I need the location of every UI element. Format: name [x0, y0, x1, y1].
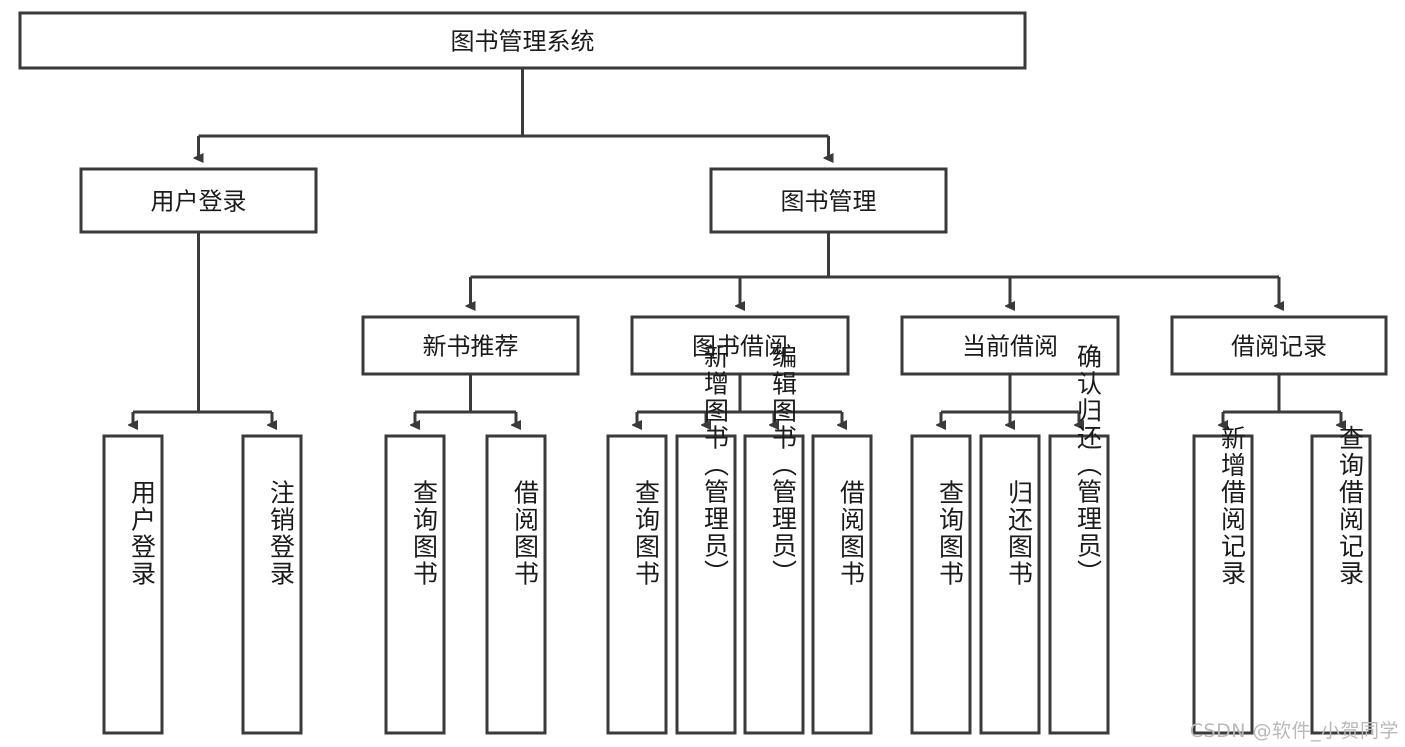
node-label-undefined: 图书管理系统: [451, 28, 595, 56]
node-label-leaf-query-book-rec: 查询图书: [410, 480, 439, 588]
node-box-current-borrow: [900, 315, 1120, 376]
node-new-book-recommend[interactable]: 新书推荐: [361, 315, 580, 376]
node-box-leaf-borrow-book: [811, 434, 873, 735]
node-label-book-borrow: 图书借阅: [692, 333, 788, 361]
node-borrow-record[interactable]: 借阅记录: [1170, 315, 1388, 376]
node-label-leaf-borrow-book: 借阅图书: [837, 480, 866, 588]
node-box-leaf-borrow-book-rec: [485, 434, 547, 735]
edge-layer: [133, 68, 1341, 425]
node-box-leaf-return-book: [979, 434, 1041, 735]
node-label-book-management: 图书管理: [781, 188, 877, 216]
node-box-undefined: [18, 11, 1027, 70]
node-label-leaf-confirm-return-admin: 确认归还（管理员）: [1074, 343, 1103, 586]
node-undefined[interactable]: 图书管理系统: [18, 11, 1027, 70]
node-label-leaf-borrow-book-rec: 借阅图书: [511, 480, 540, 588]
node-leaf-user-login[interactable]: 用户登录: [102, 434, 164, 735]
node-box-leaf-add-book-admin: [675, 434, 737, 735]
node-leaf-user-logout[interactable]: 注销登录: [241, 434, 303, 735]
node-box-leaf-query-book-borrow: [606, 434, 668, 735]
node-label-leaf-user-login: 用户登录: [128, 480, 157, 588]
node-label-user-login: 用户登录: [151, 188, 247, 216]
node-leaf-query-book-current[interactable]: 查询图书: [910, 434, 972, 735]
node-box-new-book-recommend: [361, 315, 580, 376]
node-leaf-borrow-book[interactable]: 借阅图书: [811, 434, 873, 735]
node-box-leaf-confirm-return-admin: [1048, 434, 1110, 735]
node-box-leaf-query-borrow-record: [1310, 434, 1372, 735]
watermark-label: CSDN @软件_小贺同学: [1189, 720, 1399, 742]
node-box-book-borrow: [630, 315, 850, 376]
node-box-book-management: [709, 167, 948, 234]
node-box-leaf-query-book-rec: [384, 434, 446, 735]
node-box-leaf-add-borrow-record: [1192, 434, 1254, 735]
node-box-leaf-query-book-current: [910, 434, 972, 735]
node-leaf-confirm-return-admin[interactable]: 确认归还（管理员）: [1048, 343, 1110, 735]
node-box-user-login: [79, 167, 318, 234]
node-layer: 图书管理系统用户登录图书管理新书推荐图书借阅当前借阅借阅记录用户登录注销登录查询…: [18, 11, 1388, 735]
node-book-borrow[interactable]: 图书借阅: [630, 315, 850, 376]
node-label-leaf-query-book-current: 查询图书: [936, 480, 965, 588]
node-leaf-add-borrow-record[interactable]: 新增借阅记录: [1192, 425, 1254, 735]
node-book-management[interactable]: 图书管理: [709, 167, 948, 234]
node-leaf-query-borrow-record[interactable]: 查询借阅记录: [1310, 425, 1372, 735]
node-label-leaf-return-book: 归还图书: [1005, 480, 1034, 588]
node-label-leaf-user-logout: 注销登录: [267, 480, 296, 588]
node-current-borrow[interactable]: 当前借阅: [900, 315, 1120, 376]
node-box-leaf-edit-book-admin: [743, 434, 805, 735]
node-label-leaf-query-book-borrow: 查询图书: [632, 480, 661, 588]
node-label-current-borrow: 当前借阅: [962, 333, 1058, 361]
node-label-leaf-add-borrow-record: 新增借阅记录: [1218, 425, 1247, 587]
node-label-new-book-recommend: 新书推荐: [423, 333, 519, 361]
node-label-leaf-query-borrow-record: 查询借阅记录: [1336, 425, 1365, 587]
node-leaf-borrow-book-rec[interactable]: 借阅图书: [485, 434, 547, 735]
node-leaf-query-book-borrow[interactable]: 查询图书: [606, 434, 668, 735]
node-box-leaf-user-login: [102, 434, 164, 735]
node-label-borrow-record: 借阅记录: [1231, 333, 1327, 361]
node-leaf-add-book-admin[interactable]: 新增图书（管理员）: [675, 343, 737, 735]
node-label-leaf-edit-book-admin: 编辑图书（管理员）: [769, 343, 798, 586]
node-box-borrow-record: [1170, 315, 1388, 376]
node-user-login[interactable]: 用户登录: [79, 167, 318, 234]
node-leaf-edit-book-admin[interactable]: 编辑图书（管理员）: [743, 343, 805, 735]
node-box-leaf-user-logout: [241, 434, 303, 735]
node-leaf-return-book[interactable]: 归还图书: [979, 434, 1041, 735]
node-label-leaf-add-book-admin: 新增图书（管理员）: [701, 343, 730, 586]
node-leaf-query-book-rec[interactable]: 查询图书: [384, 434, 446, 735]
